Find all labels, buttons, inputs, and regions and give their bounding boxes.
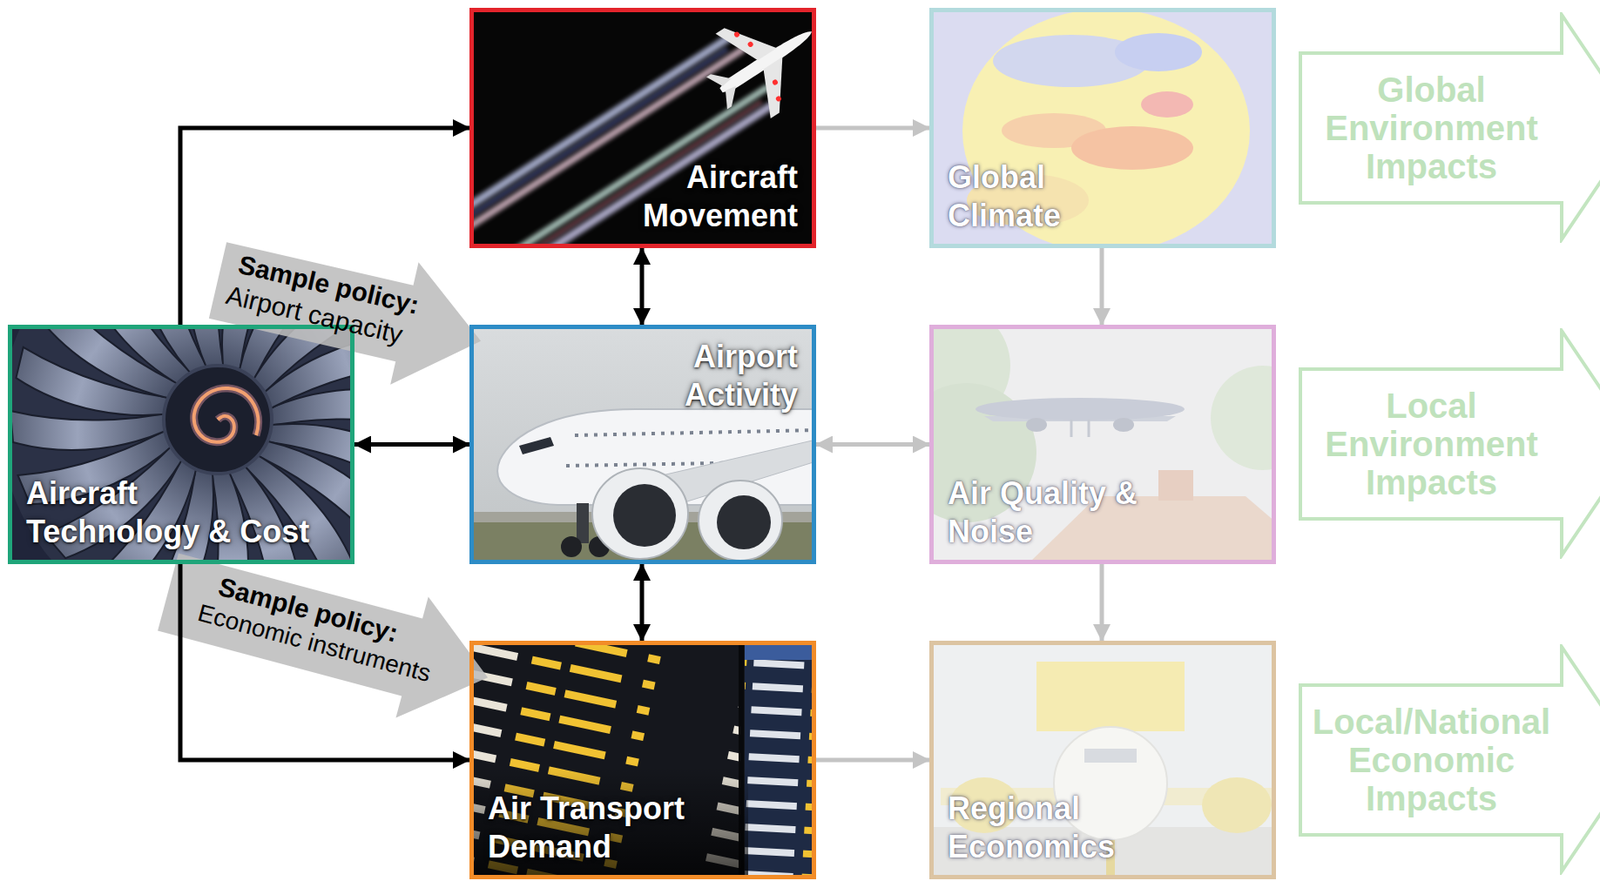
connector-arrow <box>180 128 470 325</box>
illustration-part <box>469 766 749 880</box>
illustration-part <box>10 411 179 451</box>
illustration-part <box>7 324 355 565</box>
illustration-part <box>1158 470 1194 501</box>
illustration-part <box>1210 365 1276 471</box>
box-label: Global Climate <box>947 158 1061 236</box>
box-label: Airport Activity <box>684 337 798 415</box>
illustration-part <box>744 641 817 880</box>
illustration-part <box>592 468 689 560</box>
illustration-part <box>519 437 554 455</box>
illustration-part <box>613 484 676 547</box>
illustration-part <box>975 398 1185 421</box>
illustration-part <box>1070 419 1074 438</box>
connector-arrow <box>1100 564 1105 642</box>
illustration-part <box>715 10 777 73</box>
illustration-part <box>10 324 355 565</box>
illustration-part <box>929 641 1276 880</box>
illustration-part <box>706 66 733 91</box>
illustration-part <box>733 30 741 38</box>
connector-arrow <box>816 758 930 763</box>
illustration-part <box>744 641 817 880</box>
illustration-part <box>1201 777 1272 834</box>
airliner-picture <box>469 324 817 565</box>
impact-label: Local/National Economic Impacts <box>1312 702 1551 818</box>
box-label: Regional Economics <box>947 789 1115 867</box>
illustration-part <box>1026 418 1047 433</box>
faded-box: Regional Economics <box>929 641 1276 880</box>
illustration-part <box>718 84 745 109</box>
connector-arrow <box>816 442 930 447</box>
impact-arrow: Local/National Economic Impacts <box>1297 644 1600 876</box>
impact-arrow-shape <box>1300 330 1600 556</box>
illustration-part <box>194 388 259 443</box>
connector-arrow <box>816 126 930 131</box>
contrail-picture <box>469 7 817 249</box>
illustration-part <box>1087 419 1091 438</box>
illustration-part <box>469 7 817 249</box>
illustration-part <box>745 56 807 119</box>
climate-globe-picture <box>929 7 1276 249</box>
illustration-part <box>975 398 1185 438</box>
box-label: Aircraft Movement <box>642 158 798 236</box>
illustration-part <box>698 480 783 561</box>
illustration-part <box>775 94 783 102</box>
illustration-part <box>194 388 259 443</box>
illustration-part <box>576 503 589 544</box>
faded-box: Air Quality & Noise <box>929 324 1276 565</box>
box-label: Air Transport Demand <box>487 789 685 867</box>
illustration-part <box>163 365 272 474</box>
box-label: Air Quality & Noise <box>947 474 1138 552</box>
illustration-part <box>929 7 1276 249</box>
connector-arrow <box>640 248 645 325</box>
movement-box: Aircraft Movement <box>469 7 817 249</box>
demand-box: Air Transport Demand <box>469 641 817 880</box>
illustration-part <box>7 324 355 565</box>
impact-arrow: Global Environment Impacts <box>1297 12 1600 244</box>
connector-arrow <box>1100 248 1105 325</box>
illustration-part <box>203 219 495 403</box>
airport-box: Airport Activity <box>469 324 817 565</box>
impact-label: Local Environment Impacts <box>1324 386 1538 502</box>
departure-board-picture <box>469 641 817 880</box>
impact-label: Global Environment Impacts <box>1324 70 1538 186</box>
technology-box: Aircraft Technology & Cost <box>7 324 355 565</box>
illustration-part <box>1036 661 1185 732</box>
illustration-part <box>929 7 1276 249</box>
illustration-part <box>716 495 771 550</box>
illustration-part <box>771 78 779 86</box>
illustration-part <box>1113 418 1135 433</box>
cargo-aircraft-picture <box>929 641 1276 880</box>
engine-fan-picture <box>7 324 355 565</box>
impact-arrow: Local Environment Impacts <box>1297 328 1600 560</box>
noise-picture <box>929 324 1276 565</box>
illustration-part <box>746 40 754 48</box>
illustration-part <box>560 536 582 558</box>
illustration-part <box>574 430 817 436</box>
connector-arrow <box>180 564 470 761</box>
illustration-part <box>1084 749 1137 763</box>
box-label: Aircraft Technology & Cost <box>26 474 310 552</box>
policy-arrow <box>203 219 495 403</box>
impact-arrow-shape <box>1300 14 1600 240</box>
faded-box: Global Climate <box>929 7 1276 249</box>
illustration-part <box>469 7 817 249</box>
connector-arrow <box>354 442 470 447</box>
impact-arrow-shape <box>1300 647 1600 872</box>
connector-arrow <box>640 564 645 642</box>
